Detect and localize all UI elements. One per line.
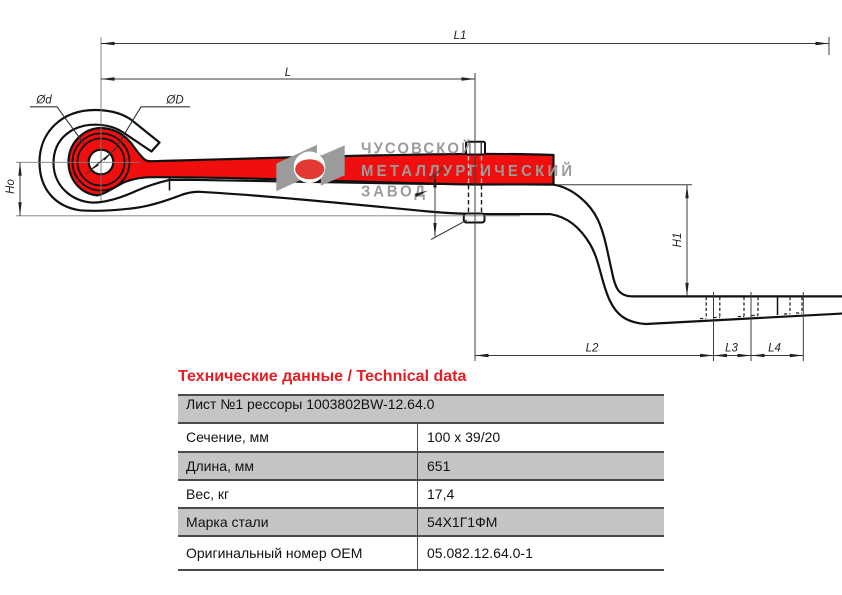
svg-text:ЗАВОД: ЗАВОД	[361, 183, 428, 200]
svg-text:L1: L1	[454, 30, 467, 42]
svg-text:Ho: Ho	[5, 179, 17, 194]
svg-text:L: L	[285, 67, 291, 79]
svg-text:L2: L2	[586, 343, 599, 355]
svg-text:ØD: ØD	[165, 95, 183, 107]
svg-text:Ød: Ød	[35, 95, 52, 107]
svg-text:МЕТАЛЛУРГИЧЕСКИЙ: МЕТАЛЛУРГИЧЕСКИЙ	[361, 162, 575, 180]
svg-text:L3: L3	[725, 343, 738, 355]
svg-text:H1: H1	[672, 233, 684, 248]
svg-text:L4: L4	[768, 343, 781, 355]
svg-text:ЧУСОВСКОЙ: ЧУСОВСКОЙ	[361, 139, 474, 157]
